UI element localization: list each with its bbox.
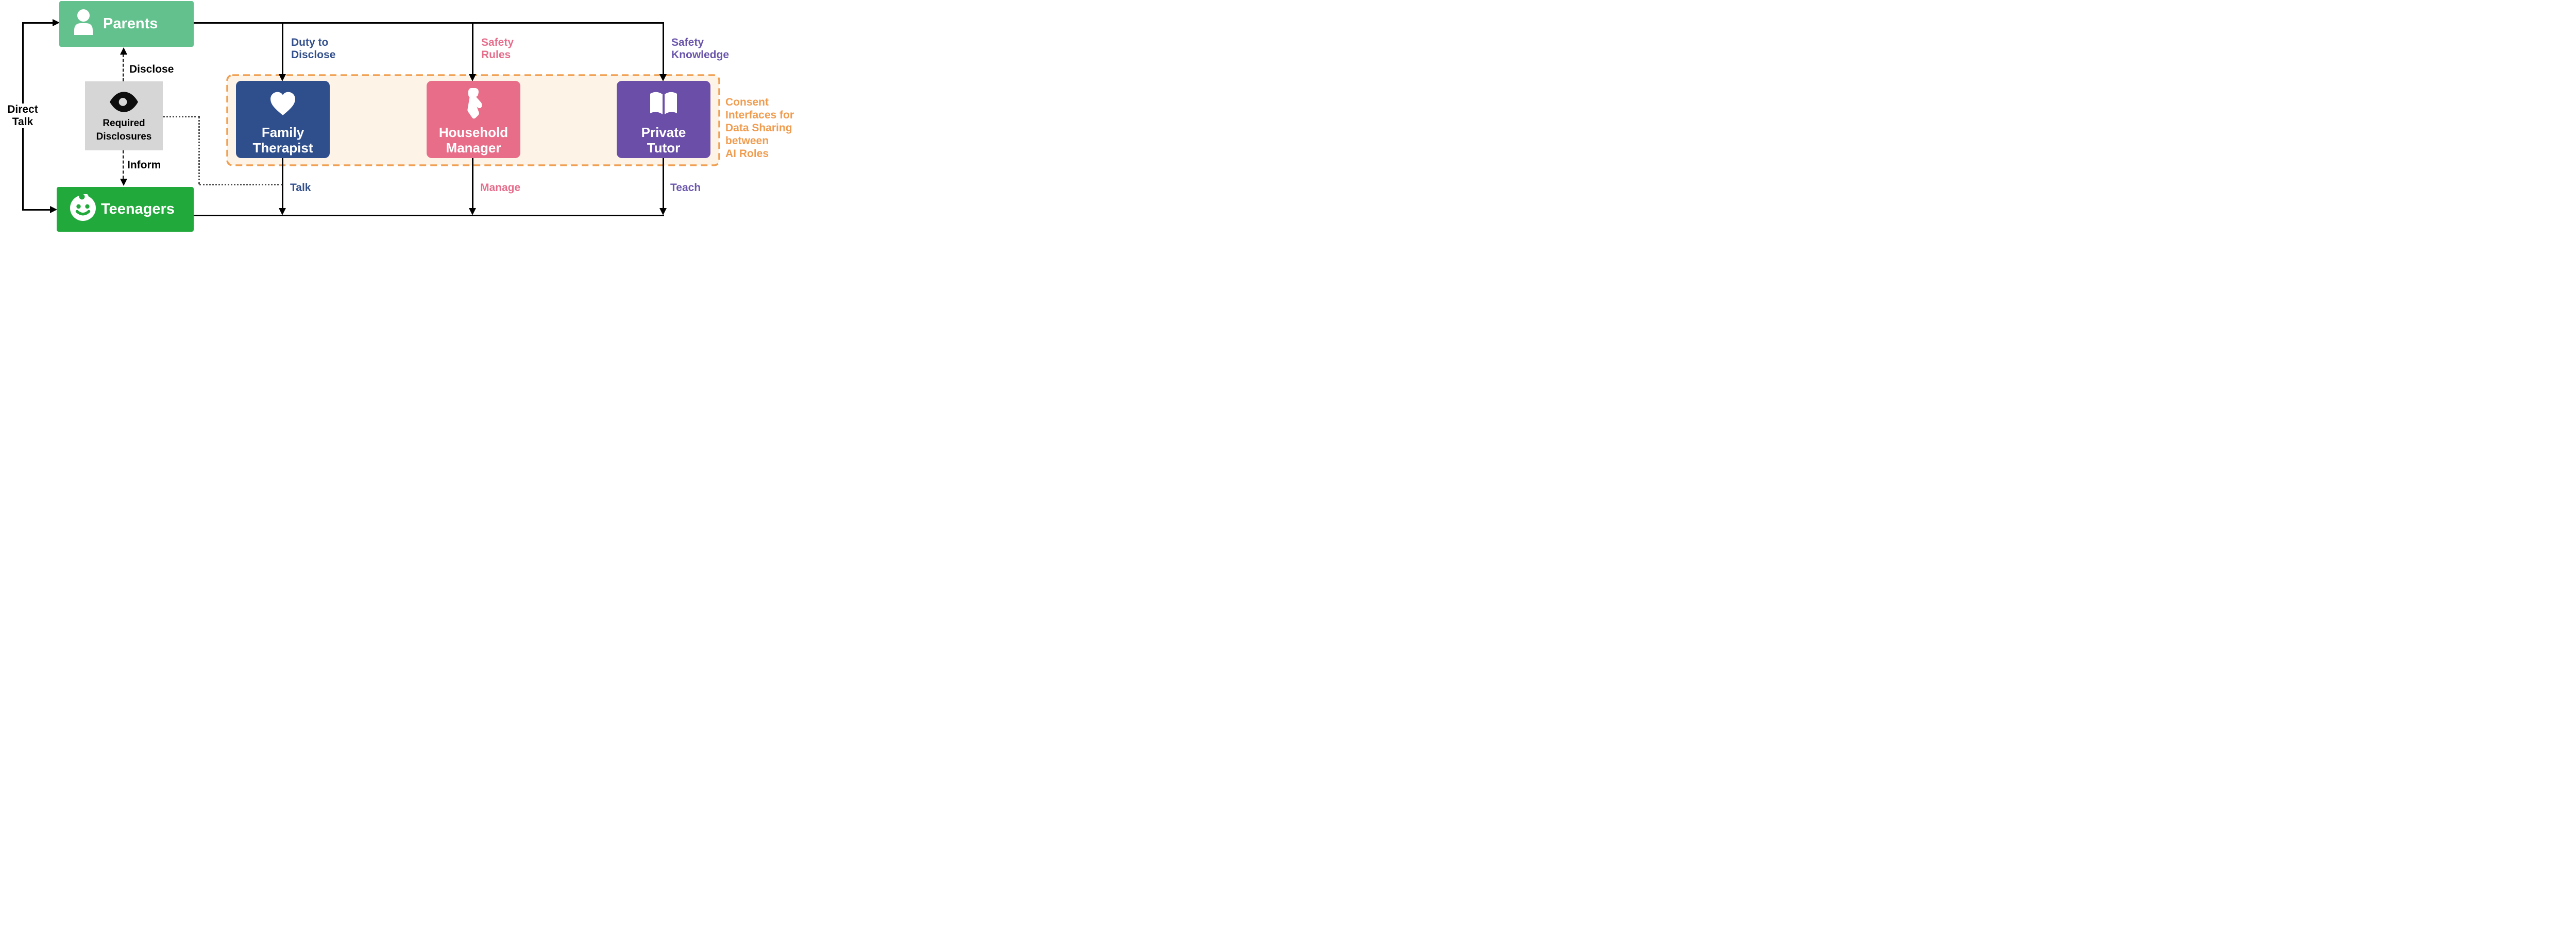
connector-parents-to-roles-bus (194, 22, 664, 24)
arrowhead-disclose-up (120, 47, 127, 55)
diagram-canvas: Parents Teenagers Required Disclosures (0, 0, 802, 233)
connector-disclose-dashed (123, 54, 124, 81)
arrowhead-talk (279, 208, 286, 215)
edge-label-teach: Teach (670, 182, 701, 194)
connector-drop-safety-knowledge (663, 23, 664, 75)
connector-disclosures-dotted-h2 (199, 184, 282, 185)
role-box-private-tutor: Private Tutor (617, 81, 710, 158)
arrowhead-teach (659, 208, 667, 215)
connector-direct-talk-bottom-stub (22, 209, 50, 211)
role-label-family-therapist: Family Therapist (252, 125, 313, 156)
role-label-private-tutor: Private Tutor (641, 125, 686, 156)
teenagers-box: Teenagers (57, 187, 194, 232)
connector-disclosures-dotted-h1 (163, 116, 200, 117)
connector-drop-safety-rules (472, 23, 473, 75)
connector-teach-line (663, 158, 664, 209)
edge-label-direct-talk: Direct Talk (2, 104, 43, 128)
arrowhead-into-family-therapist (279, 74, 286, 81)
edge-label-duty-to-disclose: Duty to Disclose (291, 37, 336, 61)
connector-direct-talk-top-stub (22, 22, 54, 24)
arrowhead-into-household-manager (469, 74, 476, 81)
arrowhead-into-teenagers (50, 206, 57, 213)
connector-disclosures-dotted-v (198, 116, 200, 184)
arrowhead-manage (469, 208, 476, 215)
required-disclosures-box: Required Disclosures (85, 81, 163, 150)
connector-roles-to-teenagers-bus (194, 215, 664, 216)
person-icon (74, 9, 93, 39)
connector-drop-duty-to-disclose (282, 23, 283, 75)
edge-label-talk: Talk (290, 182, 311, 194)
parents-box: Parents (59, 1, 194, 47)
baby-face-icon (70, 193, 96, 225)
role-box-household-manager: Household Manager (427, 81, 520, 158)
teenagers-label: Teenagers (101, 201, 175, 217)
edge-label-disclose: Disclose (129, 63, 174, 75)
edge-label-safety-knowledge: Safety Knowledge (671, 37, 730, 61)
role-box-family-therapist: Family Therapist (236, 81, 330, 158)
consent-region-label: Consent Interfaces for Data Sharing betw… (725, 96, 794, 160)
connector-talk-line (282, 158, 283, 209)
arrowhead-into-parents (53, 19, 60, 26)
eye-icon (110, 92, 138, 115)
role-label-household-manager: Household Manager (438, 125, 509, 156)
tie-icon (463, 88, 484, 119)
arrowhead-into-private-tutor (659, 74, 667, 81)
edge-label-inform: Inform (127, 159, 161, 171)
heart-icon (269, 89, 296, 118)
arrowhead-inform-down (120, 179, 127, 186)
edge-label-manage: Manage (480, 182, 521, 194)
required-disclosures-label: Required Disclosures (96, 118, 152, 142)
connector-manage-line (472, 158, 473, 209)
parents-label: Parents (103, 15, 158, 32)
connector-inform-dashed (123, 150, 124, 179)
edge-label-safety-rules: Safety Rules (481, 37, 514, 61)
open-book-icon (649, 89, 678, 118)
